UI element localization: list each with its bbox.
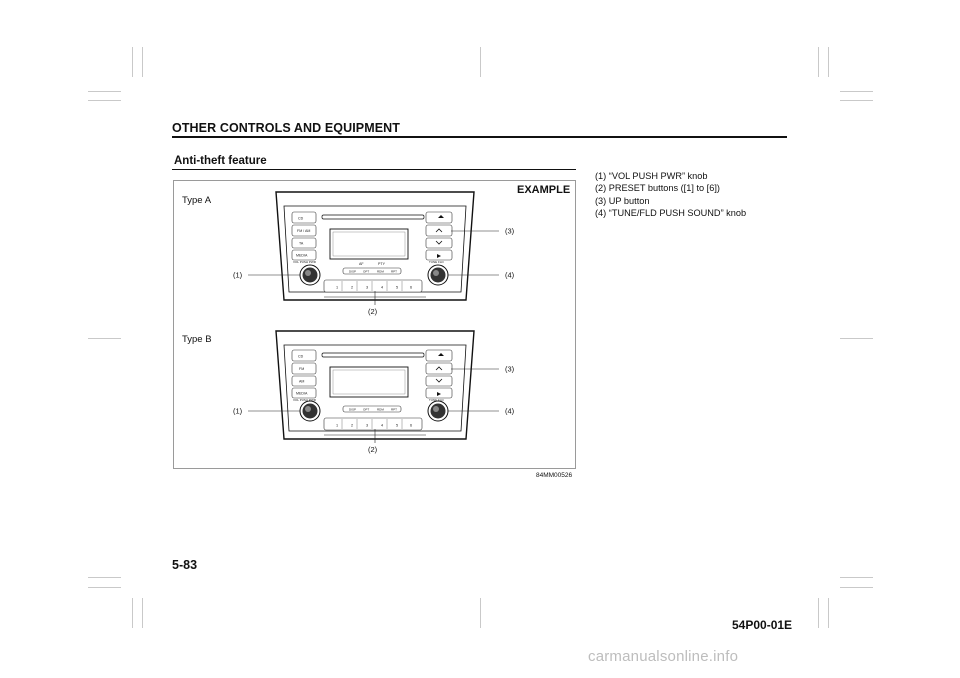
type-b-label: Type B [182, 334, 212, 345]
radio-a-disp-label: DISP [349, 270, 356, 274]
page-number: 5-83 [172, 558, 198, 572]
radio-a-af-label: AF [359, 262, 364, 266]
header-rule [172, 136, 787, 138]
down-arrow-icon [435, 240, 443, 245]
radio-b-vol-label: VOL PUSH PWR [293, 398, 317, 402]
page-header-title: OTHER CONTROLS AND EQUIPMENT [172, 121, 401, 135]
radio-b-fm-label: FM [299, 367, 304, 371]
radio-type-b: CD FM AM MEDIA VOL PUSH PWR DISP OPT RDM… [248, 330, 499, 443]
phone-icon [437, 254, 441, 258]
radio-a-cd-label: CD [298, 217, 304, 221]
radio-a-fm-am-label: FM / AM [297, 229, 310, 233]
radio-b-am-label: AM [299, 380, 304, 384]
radio-a-tune-label: TUNE FLD [429, 260, 445, 264]
section-rule [172, 169, 576, 170]
callout-legend: (1) “VOL PUSH PWR” knob (2) PRESET butto… [595, 170, 746, 219]
callout-2-b: (2) [368, 445, 378, 454]
legend-item: (3) UP button [595, 195, 650, 206]
legend-item: (1) “VOL PUSH PWR” knob [595, 171, 708, 181]
callout-4-a: (4) [505, 271, 515, 280]
radio-a-pty-label: PTY [378, 262, 386, 266]
radio-a-preset-4: 4 [381, 286, 383, 290]
section-title: Anti-theft feature [174, 155, 267, 167]
radio-a-media-label: MEDIA [296, 254, 308, 258]
up-arrow-icon [435, 228, 443, 233]
radio-b-tune-label: TUNE FLD [429, 398, 445, 402]
radio-a-preset-2: 2 [351, 286, 353, 290]
callout-3-a: (3) [505, 227, 515, 236]
radio-a-opt-label: OPT [363, 270, 369, 274]
radio-b-media-label: MEDIA [296, 392, 308, 396]
figure-code: 84MM00526 [536, 472, 573, 479]
radio-b-preset-2: 2 [351, 424, 353, 428]
radio-a-preset-6: 6 [410, 286, 412, 290]
example-label: EXAMPLE [517, 184, 571, 196]
radio-a-rdm-label: RDM [377, 270, 384, 274]
figure-frame [173, 180, 576, 469]
radio-b-preset-1: 1 [336, 424, 338, 428]
radio-a-preset-3: 3 [366, 286, 368, 290]
callout-1-b: (1) [233, 407, 243, 416]
legend-item: (2) PRESET buttons ([1] to [6]) [595, 183, 720, 194]
radio-b-rpt-label: RPT [391, 408, 397, 412]
legend-item: (4) “TUNE/FLD PUSH SOUND” knob [595, 207, 747, 218]
radio-b-preset-6: 6 [410, 424, 412, 428]
callout-3-b: (3) [505, 365, 515, 374]
type-a-label: Type A [182, 195, 212, 206]
radio-a-preset-1: 1 [336, 286, 338, 290]
down-arrow-icon [435, 378, 443, 383]
callout-4-b: (4) [505, 407, 515, 416]
radio-b-cd-label: CD [298, 355, 304, 359]
radio-b-preset-4: 4 [381, 424, 383, 428]
callout-1-a: (1) [233, 271, 243, 280]
radio-a-vol-label: VOL PUSH PWR [293, 260, 317, 264]
callout-2-a: (2) [368, 307, 378, 316]
radio-type-a: CD FM / AM TA MEDIA VOL PUSH PWR AF PTY … [248, 191, 499, 305]
radio-a-rpt-label: RPT [391, 270, 397, 274]
radio-b-rdm-label: RDM [377, 408, 384, 412]
up-arrow-icon [435, 366, 443, 371]
radio-b-opt-label: OPT [363, 408, 369, 412]
radio-b-preset-3: 3 [366, 424, 368, 428]
radio-a-preset-5: 5 [396, 286, 398, 290]
watermark-text: carmanualsonline.info [588, 648, 739, 665]
radio-a-ta-label: TA [299, 242, 304, 246]
radio-b-disp-label: DISP [349, 408, 356, 412]
eject-icon [438, 215, 444, 218]
radio-b-preset-5: 5 [396, 424, 398, 428]
eject-icon [438, 353, 444, 356]
document-code: 54P00-01E [732, 618, 793, 632]
phone-icon [437, 392, 441, 396]
